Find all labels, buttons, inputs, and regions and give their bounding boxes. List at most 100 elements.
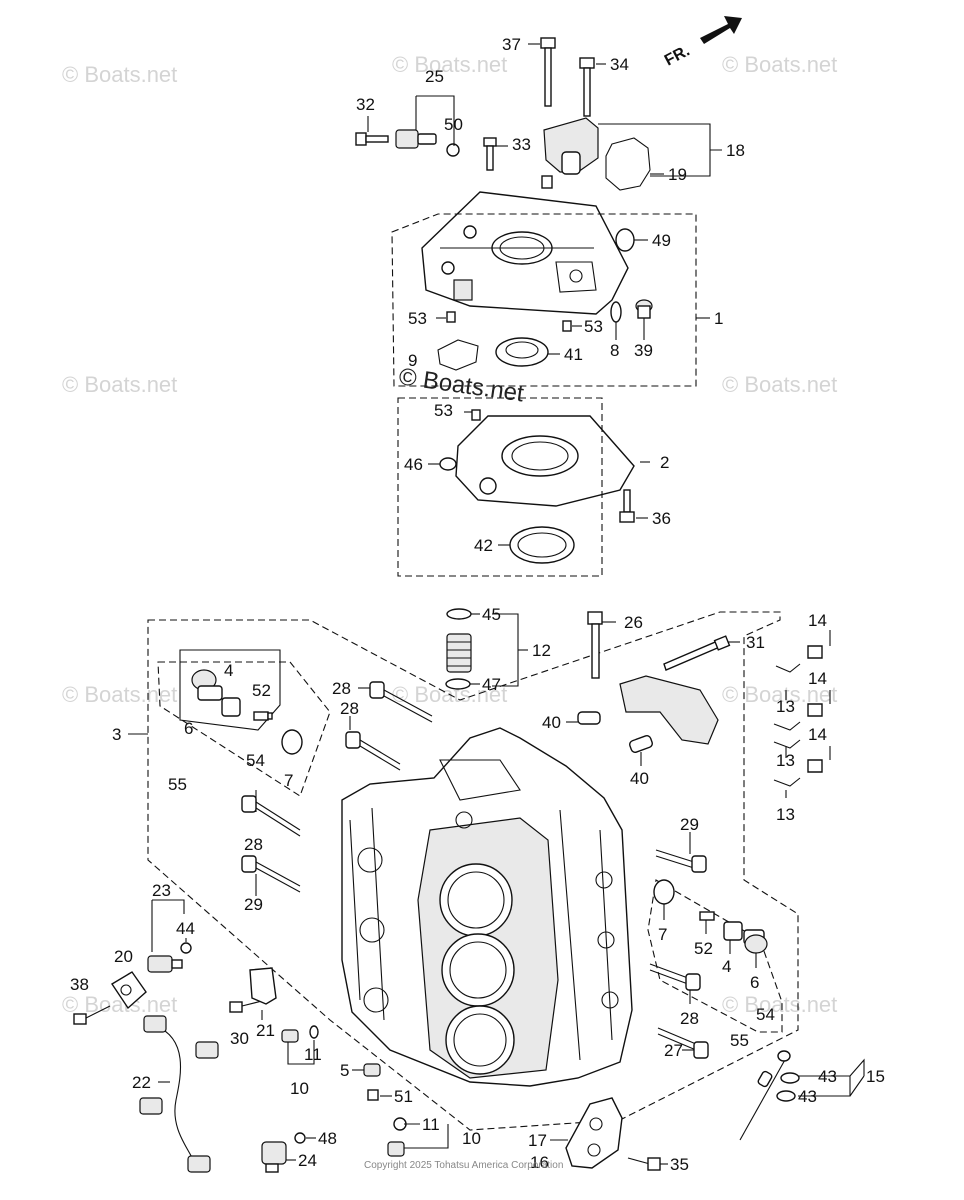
callout-55: 55 xyxy=(168,775,187,794)
callout-24: 24 xyxy=(298,1151,317,1170)
callout-13: 13 xyxy=(776,751,795,770)
callout-1: 1 xyxy=(714,309,723,328)
callout-48: 48 xyxy=(318,1129,337,1148)
watermark-center: © Boats.net xyxy=(397,363,526,407)
callout-30: 30 xyxy=(230,1029,249,1048)
callout-14: 14 xyxy=(808,669,827,688)
callout-44: 44 xyxy=(176,919,195,938)
callout-7: 7 xyxy=(284,771,293,790)
o-ring-49 xyxy=(615,228,635,252)
bolt-33 xyxy=(483,137,497,171)
bolt-31 xyxy=(663,635,731,671)
callout-26: 26 xyxy=(624,613,643,632)
copyright-text: Copyright 2025 Tohatsu America Corporati… xyxy=(364,1160,563,1171)
callout-13: 13 xyxy=(776,805,795,824)
callout-37: 37 xyxy=(502,35,521,54)
callout-40: 40 xyxy=(630,769,649,788)
collar-5 xyxy=(363,1063,381,1077)
oil-seal-41 xyxy=(495,337,549,367)
bracket-17 xyxy=(565,1097,623,1169)
o-ring-8 xyxy=(610,301,622,323)
o-ring-43 xyxy=(780,1072,800,1084)
gasket-19 xyxy=(605,137,651,191)
washer-48 xyxy=(294,1132,306,1144)
callout-52: 52 xyxy=(694,939,713,958)
bolt-26 xyxy=(587,611,603,679)
plug-10 xyxy=(387,1117,407,1157)
callout-28: 28 xyxy=(332,679,351,698)
cylinder-block xyxy=(341,727,633,1087)
front-label: FR. xyxy=(662,42,693,69)
callout-12: 12 xyxy=(532,641,551,660)
bolt-35 xyxy=(627,1157,661,1171)
group-1-box xyxy=(391,213,697,387)
stud-28 xyxy=(345,731,401,771)
callout-50: 50 xyxy=(444,115,463,134)
callout-52: 52 xyxy=(252,681,271,700)
callout-28: 28 xyxy=(244,835,263,854)
bolt-52 xyxy=(699,911,715,921)
callout-10: 10 xyxy=(290,1079,309,1098)
stud-28 xyxy=(649,963,701,991)
callout-15: 15 xyxy=(866,1067,885,1086)
callout-29: 29 xyxy=(244,895,263,914)
watermark: © Boats.net xyxy=(392,52,507,77)
o-ring-43 xyxy=(776,1090,796,1102)
callout-6: 6 xyxy=(750,973,759,992)
bolt-37 xyxy=(540,37,556,107)
callout-14: 14 xyxy=(808,611,827,630)
o-ring-7 xyxy=(653,879,675,905)
plug-6 xyxy=(743,929,768,954)
bracket-21 xyxy=(249,967,277,1005)
callout-11: 11 xyxy=(422,1115,440,1134)
callout-36: 36 xyxy=(652,509,671,528)
dowel-pin-40 xyxy=(577,711,601,725)
sensor-25 xyxy=(395,129,460,157)
callout-6: 6 xyxy=(184,719,193,738)
callout-38: 38 xyxy=(70,975,89,994)
washer-44 xyxy=(180,942,192,954)
callout-25: 25 xyxy=(425,67,444,86)
callout-49: 49 xyxy=(652,231,671,250)
watermark: © Boats.net xyxy=(62,372,177,397)
watermark: © Boats.net xyxy=(62,682,177,707)
callout-10: 10 xyxy=(462,1129,481,1148)
callout-7: 7 xyxy=(658,925,667,944)
callout-23: 23 xyxy=(152,881,171,900)
plug-6 xyxy=(191,669,223,701)
callout-21: 21 xyxy=(256,1021,275,1040)
callout-3: 3 xyxy=(112,725,121,744)
dipstick-15 xyxy=(739,1050,791,1141)
callout-41: 41 xyxy=(564,345,583,364)
sensor-bracket xyxy=(111,971,147,1010)
plug-39 xyxy=(635,299,653,319)
bolt-34 xyxy=(579,57,595,117)
callout-53: 53 xyxy=(434,401,453,420)
callout-9: 9 xyxy=(408,351,417,370)
bearing-cap xyxy=(619,675,719,745)
callout-27: 27 xyxy=(664,1041,683,1060)
callout-54: 54 xyxy=(756,1005,775,1024)
callout-43: 43 xyxy=(798,1087,817,1106)
callout-11: 11 xyxy=(304,1045,322,1064)
front-arrow-icon xyxy=(700,16,742,44)
callout-22: 22 xyxy=(132,1073,151,1092)
callout-55: 55 xyxy=(730,1031,749,1050)
stud-29 xyxy=(655,849,707,873)
collar-4 xyxy=(723,921,743,941)
plate-2 xyxy=(455,409,635,507)
callout-34: 34 xyxy=(610,55,629,74)
callout-18: 18 xyxy=(726,141,745,160)
group-2-box xyxy=(397,397,603,577)
callout-4: 4 xyxy=(722,957,731,976)
callout-2: 2 xyxy=(660,453,669,472)
callout-14: 14 xyxy=(808,725,827,744)
watermark: © Boats.net xyxy=(62,62,177,87)
gasket-9 xyxy=(437,339,479,371)
callout-4: 4 xyxy=(224,661,233,680)
stud-28 xyxy=(369,681,433,723)
stud-29 xyxy=(241,855,301,893)
dowel-pin-40 xyxy=(629,735,653,753)
callout-43: 43 xyxy=(818,1067,837,1086)
